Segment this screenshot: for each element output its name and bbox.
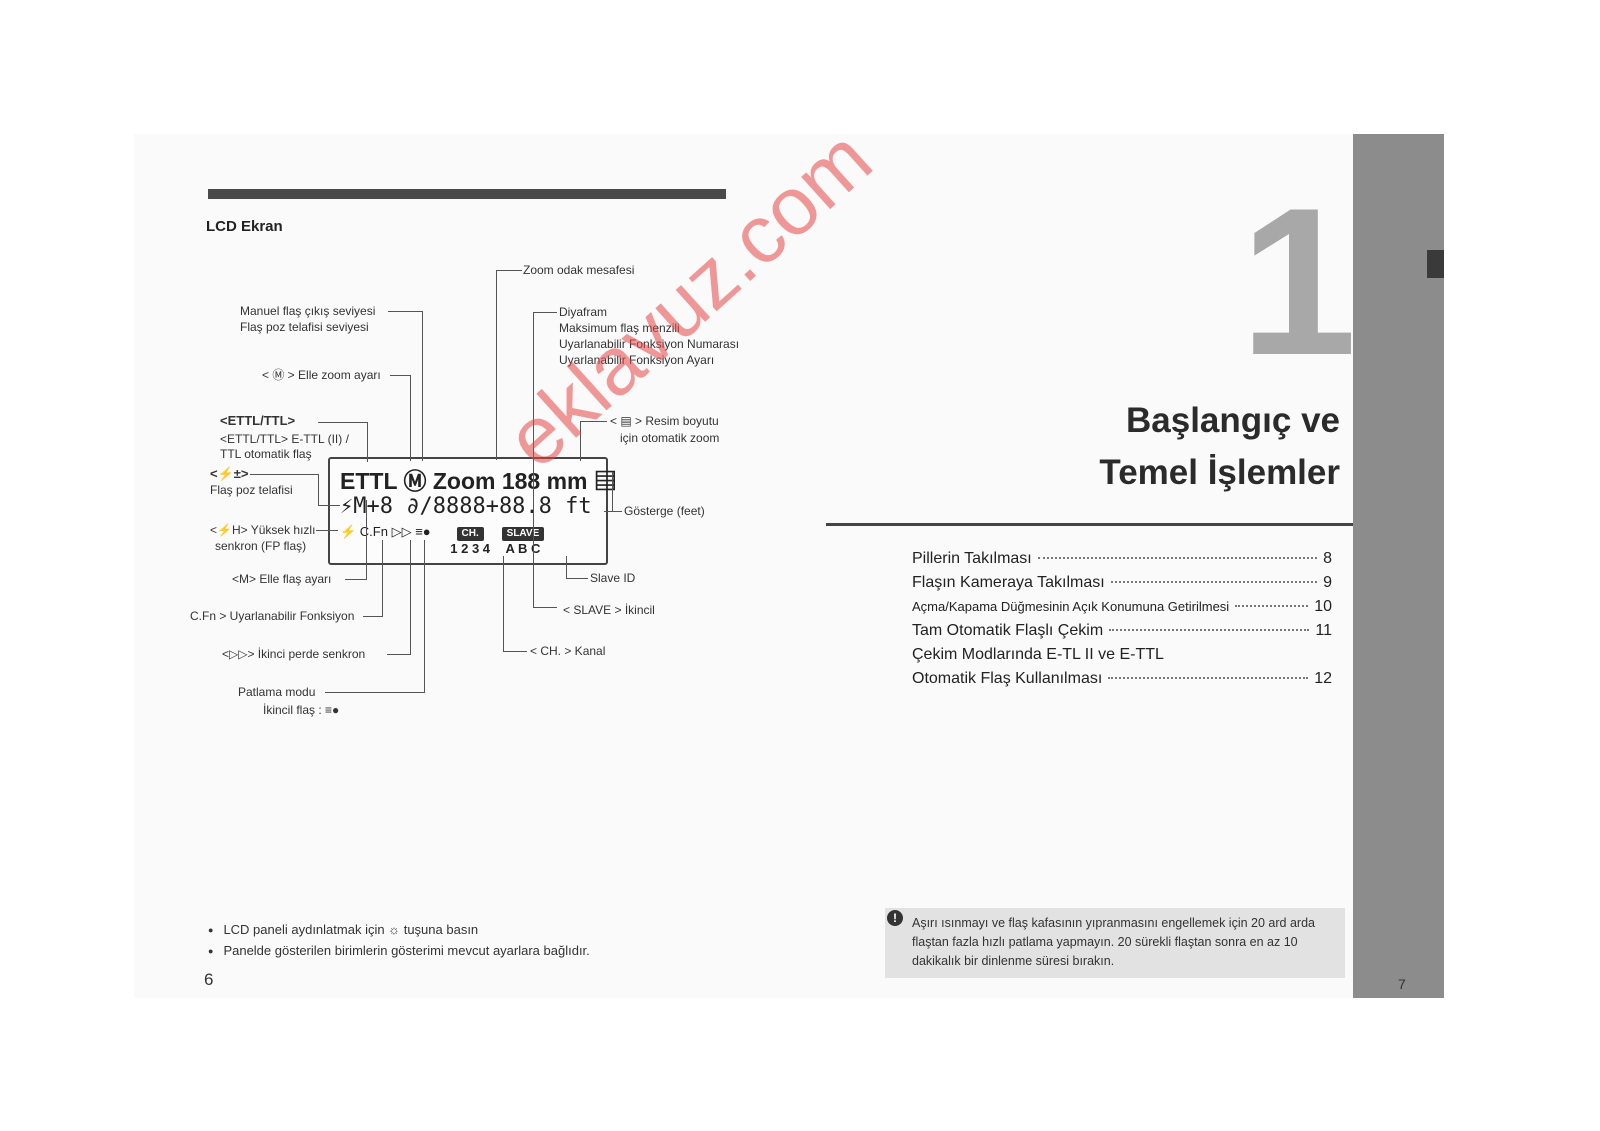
label-manual-zoom: < Ⓜ > Elle zoom ayarı [262, 368, 381, 382]
toc-entry[interactable]: Pillerin Takılması 8 [912, 550, 1332, 574]
toc-title: Otomatik Flaş Kullanılması [912, 670, 1103, 687]
label-manual-flash: <M> Elle flaş ayarı [232, 572, 332, 586]
label-fec: Flaş poz telafisi [210, 483, 293, 497]
toc-entry[interactable]: Flaşın Kameraya Takılması 9 [912, 574, 1332, 598]
label-fec-symbol: <⚡±> [210, 466, 249, 481]
channel-chip: CH. [456, 527, 484, 541]
toc-page: 12 [1314, 670, 1332, 687]
slave-chip: SLAVE [501, 527, 545, 541]
toc-entry[interactable]: Açma/Kapama Düğmesinin Açık Konumuna Get… [912, 598, 1332, 622]
label-firing-mode: Patlama modu [238, 685, 316, 699]
page-number-left: 6 [204, 970, 214, 989]
label-cfn-number: Uyarlanabilir Fonksiyon Numarası [559, 337, 740, 351]
note-item: LCD paneli aydınlatmak için ☼ tuşuna bas… [208, 920, 590, 941]
toc-page: 9 [1323, 574, 1332, 591]
toc-title: Flaşın Kameraya Takılması [912, 574, 1105, 591]
lcd-panel-illustration [328, 457, 608, 565]
label-secondary-flash: İkincil flaş : ≡● [263, 703, 340, 717]
table-of-contents: Pillerin Takılması 8 Flaşın Kameraya Takı… [912, 550, 1332, 694]
chapter-divider [826, 523, 1353, 526]
toc-title: Pillerin Takılması [912, 550, 1032, 567]
label-cfn-setting: Uyarlanabilir Fonksiyon Ayarı [559, 353, 715, 367]
label-hss-1: <⚡H> Yüksek hızlı [210, 523, 316, 537]
toc-entry[interactable]: Tam Otomatik Flaşlı Çekim 11 [912, 622, 1332, 646]
section-title: LCD Ekran [206, 218, 283, 235]
notes-list: LCD paneli aydınlatmak için ☼ tuşuna bas… [208, 920, 590, 962]
label-cfn: C.Fn > Uyarlanabilir Fonksiyon [190, 609, 355, 623]
chapter-title-line-1: Başlangıç ve [1126, 401, 1340, 440]
label-second-curtain: <▷▷> İkinci perde senkron [222, 647, 366, 661]
slave-letters: A B C [505, 541, 541, 556]
section-header-bar [208, 189, 726, 199]
label-ettl-ttl: <ETTL/TTL> [220, 413, 296, 428]
chapter-title: Başlangıç ve Temel İşlemler [1099, 395, 1340, 499]
caution-text: Aşırı ısınmayı ve flaş kafasının yıpranm… [912, 916, 1315, 968]
chapter-number: 1 [1240, 164, 1357, 399]
toc-page: 10 [1314, 598, 1332, 615]
chapter-tab-marker [1427, 250, 1444, 278]
lcd-row-1: ETTL Ⓜ Zoom 188 mm ▤ [340, 468, 617, 494]
toc-title: Tam Otomatik Flaşlı Çekim [912, 622, 1104, 639]
channel-digits: 1 2 3 4 [450, 541, 491, 556]
label-fec-level: Flaş poz telafisi seviyesi [240, 320, 369, 334]
label-slave: < SLAVE > İkincil [563, 603, 655, 617]
chapter-sidebar [1353, 134, 1444, 998]
label-indicator: Gösterge (feet) [624, 504, 705, 518]
label-ettl-desc2: TTL otomatik flaş [220, 447, 312, 461]
lcd-row3-icons: ⚡ C.Fn ▷▷ ≡● [340, 524, 431, 539]
lcd-row-3: ⚡ C.Fn ▷▷ ≡● CH. 1 2 3 4 SLAVE A B C [340, 524, 545, 556]
toc-page: 11 [1315, 622, 1332, 639]
label-manual-output: Manuel flaş çıkış seviyesi [240, 304, 376, 318]
label-slave-id: Slave ID [590, 571, 636, 585]
label-aperture: Diyafram [559, 305, 608, 319]
caution-box [885, 908, 1345, 978]
toc-entry[interactable]: Çekim Modlarında E-TL II ve E-TTL [912, 646, 1332, 670]
label-channel: < CH. > Kanal [530, 644, 606, 658]
lcd-row-2: ⚡M+8 ∂/8888+88.8 ft [340, 494, 592, 519]
note-item: Panelde gösterilen birimlerin gösterimi … [208, 941, 589, 962]
toc-page: 8 [1323, 550, 1332, 567]
manual-spread [134, 134, 1444, 998]
toc-title: Açma/Kapama Düğmesinin Açık Konumuna Get… [912, 599, 1230, 614]
chapter-title-line-2: Temel İşlemler [1099, 453, 1340, 492]
label-max-range: Maksimum flaş menzili [559, 321, 680, 335]
label-zoom-focal: Zoom odak mesafesi [523, 263, 635, 277]
label-hss-2: senkron (FP flaş) [215, 539, 307, 553]
caution-icon: ! [887, 910, 903, 926]
label-auto-zoom-1: < ▤ > Resim boyutu [610, 414, 719, 428]
label-auto-zoom-2: için otomatik zoom [620, 431, 720, 445]
label-ettl-desc1: <ETTL/TTL> E-TTL (II) / [220, 432, 349, 446]
toc-title: Çekim Modlarında E-TL II ve E-TTL [912, 646, 1164, 663]
page-number-right: 7 [1398, 976, 1406, 992]
toc-entry[interactable]: Otomatik Flaş Kullanılması 12 [912, 670, 1332, 694]
